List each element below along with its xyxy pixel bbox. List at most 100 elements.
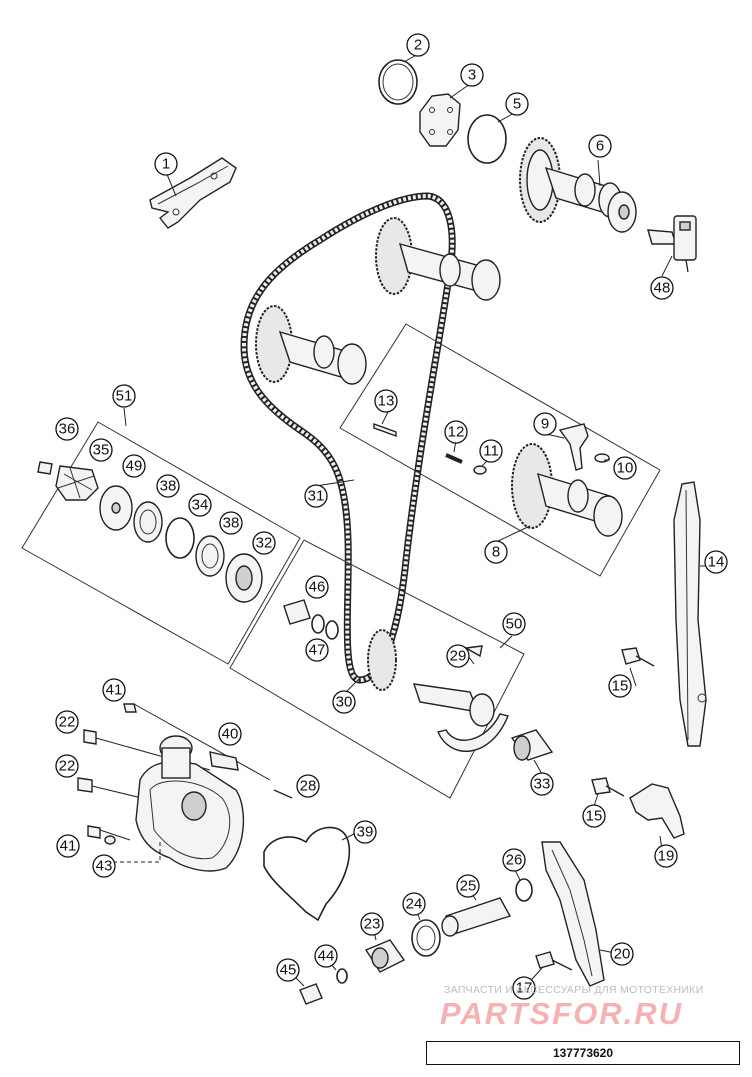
callout-label: 28 bbox=[300, 778, 317, 795]
guide-pin-part bbox=[441, 897, 512, 937]
callout-2: 2 bbox=[406, 33, 430, 57]
callout-23: 23 bbox=[360, 912, 384, 936]
callout-label: 32 bbox=[256, 535, 273, 552]
callout-41-upper: 41 bbox=[102, 678, 126, 702]
callout-label: 46 bbox=[309, 579, 326, 596]
camshaft-top-part bbox=[519, 137, 637, 233]
callout-6: 6 bbox=[588, 134, 612, 158]
callout-34: 34 bbox=[188, 493, 212, 517]
callout-label: 26 bbox=[506, 852, 523, 869]
timing-chain-part bbox=[240, 192, 456, 684]
callout-label: 10 bbox=[617, 460, 634, 477]
bolt-lower-part bbox=[591, 777, 625, 797]
sensor-connector-part bbox=[647, 215, 697, 273]
callout-31: 31 bbox=[304, 484, 328, 508]
bolt-17-part bbox=[535, 951, 573, 971]
callout-9: 9 bbox=[533, 412, 557, 436]
callout-label: 31 bbox=[308, 488, 325, 505]
callout-15-upper: 15 bbox=[608, 674, 632, 698]
callout-label: 38 bbox=[160, 478, 177, 495]
callout-35: 35 bbox=[89, 438, 113, 462]
callout-30: 30 bbox=[332, 690, 356, 714]
callout-12: 12 bbox=[444, 420, 468, 444]
water-pump-housing-part bbox=[77, 703, 293, 872]
callout-29: 29 bbox=[446, 644, 470, 668]
callout-label: 19 bbox=[658, 848, 675, 865]
callout-label: 2 bbox=[414, 37, 422, 54]
callout-label: 20 bbox=[614, 946, 631, 963]
watermark-logo: PARTSFOR.RU bbox=[440, 996, 684, 1031]
watermark-tagline: ЗАПЧАСТИ И АКСЕССУАРЫ ДЛЯ МОТОТЕХНИКИ bbox=[444, 984, 704, 996]
callout-47: 47 bbox=[305, 638, 329, 662]
crank-group-box bbox=[229, 539, 525, 799]
callout-label: 48 bbox=[654, 280, 671, 297]
callout-5: 5 bbox=[505, 92, 529, 116]
callout-3: 3 bbox=[460, 63, 484, 87]
cam-group-box bbox=[339, 323, 661, 577]
callout-44: 44 bbox=[314, 944, 338, 968]
callout-label: 3 bbox=[468, 67, 476, 84]
water-pump-group-box bbox=[21, 421, 301, 665]
callout-label: 8 bbox=[492, 544, 500, 561]
callout-label: 17 bbox=[516, 980, 533, 997]
callout-26: 26 bbox=[502, 848, 526, 872]
callout-label: 6 bbox=[596, 138, 604, 155]
callout-label: 30 bbox=[336, 694, 353, 711]
callout-label: 22 bbox=[59, 758, 76, 775]
callout-22-upper: 22 bbox=[55, 710, 79, 734]
callout-14: 14 bbox=[704, 550, 728, 574]
callout-45: 45 bbox=[276, 958, 300, 982]
callout-22-lower: 22 bbox=[55, 754, 79, 778]
callout-label: 39 bbox=[357, 824, 374, 841]
callout-1: 1 bbox=[154, 152, 178, 176]
callout-label: 44 bbox=[318, 948, 335, 965]
callout-10: 10 bbox=[613, 456, 637, 480]
callout-17: 17 bbox=[512, 976, 536, 1000]
callout-label: 41 bbox=[60, 838, 77, 855]
callout-label: 13 bbox=[378, 393, 395, 410]
callout-49: 49 bbox=[122, 454, 146, 478]
callout-51: 51 bbox=[112, 384, 136, 408]
callout-43: 43 bbox=[92, 854, 116, 878]
o-ring-part bbox=[467, 114, 507, 164]
plug-part bbox=[364, 939, 406, 973]
callout-25: 25 bbox=[456, 874, 480, 898]
callout-label: 14 bbox=[708, 554, 725, 571]
callout-label: 15 bbox=[612, 678, 629, 695]
circlip-part bbox=[378, 59, 418, 105]
callout-label: 24 bbox=[406, 896, 423, 913]
callout-50: 50 bbox=[502, 612, 526, 636]
callout-41-lower: 41 bbox=[56, 834, 80, 858]
cover-plate-part bbox=[419, 93, 461, 147]
callout-label: 33 bbox=[534, 776, 551, 793]
needle-bearing-part bbox=[510, 729, 554, 761]
callout-46: 46 bbox=[305, 575, 329, 599]
callout-label: 22 bbox=[59, 714, 76, 731]
pump-cover-gasket-part bbox=[263, 826, 351, 922]
callout-label: 11 bbox=[483, 443, 499, 460]
callout-19: 19 bbox=[654, 844, 678, 868]
o-ring-small-part bbox=[515, 878, 533, 902]
callout-38-b: 38 bbox=[219, 511, 243, 535]
callout-label: 45 bbox=[280, 962, 297, 979]
tensioner-lever-part bbox=[629, 783, 685, 839]
callout-32: 32 bbox=[252, 531, 276, 555]
callout-label: 5 bbox=[513, 96, 521, 113]
drain-plug-part bbox=[299, 983, 323, 1005]
callout-label: 1 bbox=[162, 156, 170, 173]
callout-33: 33 bbox=[530, 772, 554, 796]
callout-11: 11 bbox=[479, 439, 503, 463]
callout-label: 41 bbox=[106, 682, 123, 699]
callout-label: 51 bbox=[116, 388, 133, 405]
tensioner-rail-part bbox=[673, 481, 707, 747]
callout-40: 40 bbox=[218, 722, 242, 746]
callout-28: 28 bbox=[296, 774, 320, 798]
small-o-ring-part bbox=[336, 968, 348, 984]
callout-label: 47 bbox=[309, 642, 326, 659]
callout-label: 23 bbox=[364, 916, 381, 933]
camshaft-middle-part bbox=[255, 217, 501, 385]
callout-label: 34 bbox=[192, 497, 209, 514]
bolt-upper-part bbox=[621, 647, 655, 667]
callout-label: 15 bbox=[586, 808, 603, 825]
